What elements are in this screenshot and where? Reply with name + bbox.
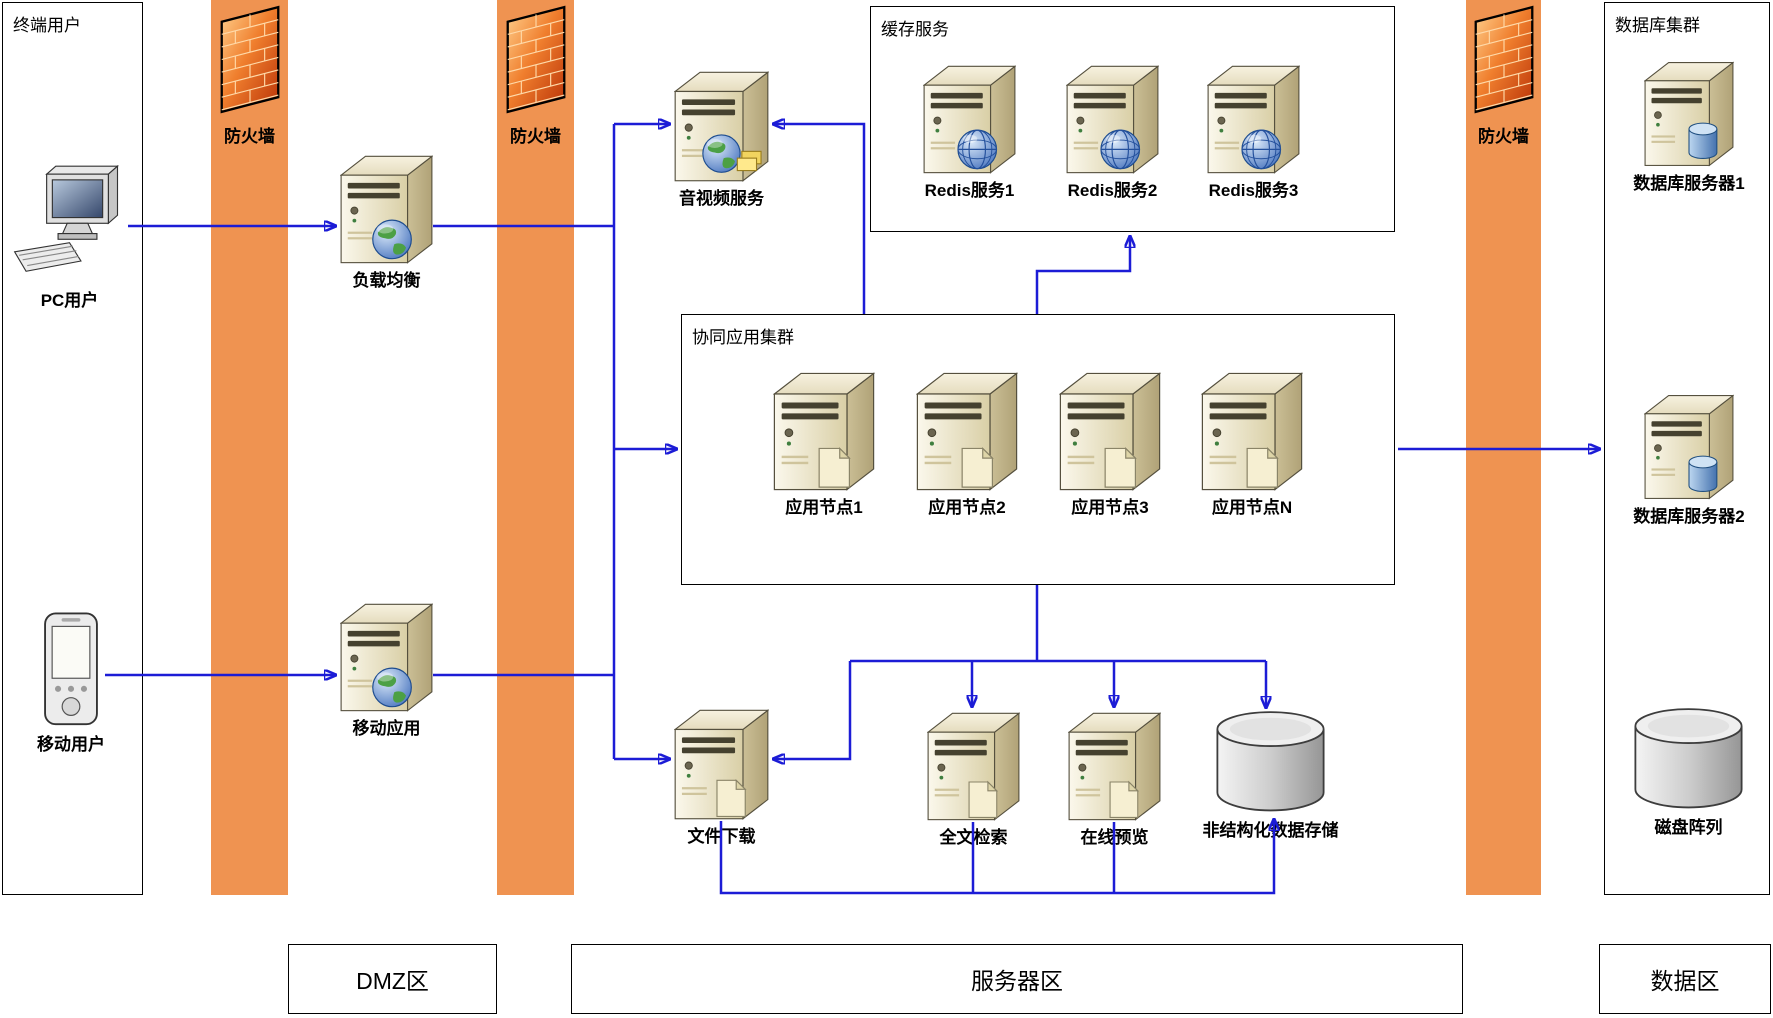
node-label: 移动应用 xyxy=(352,719,421,738)
node-disk-array: 磁盘阵列 xyxy=(1632,708,1745,838)
node-label: 文件下载 xyxy=(687,827,756,846)
server-av-icon xyxy=(674,70,769,183)
node-pc-user: PC用户 xyxy=(11,165,128,311)
server-database-icon xyxy=(1644,60,1734,168)
node-label: 音视频服务 xyxy=(679,189,764,208)
node-app-node2: 应用节点2 xyxy=(916,371,1018,518)
node-label: 应用节点1 xyxy=(785,498,863,517)
zone-server-area-label: 服务器区 xyxy=(971,968,1063,994)
server-globe-icon xyxy=(340,602,433,713)
zone-dmz-label: DMZ区 xyxy=(356,968,429,994)
server-page-icon xyxy=(773,371,875,492)
node-app-nodeN: 应用节点N xyxy=(1201,371,1303,518)
server-gridglobe-icon xyxy=(1207,64,1300,175)
node-redis3: Redis服务3 xyxy=(1207,64,1300,201)
server-page-icon xyxy=(1059,371,1161,492)
node-label: 移动用户 xyxy=(37,735,105,754)
zone-cache-service-label: 缓存服务 xyxy=(881,20,949,39)
server-page-icon xyxy=(1068,711,1161,822)
zone-data-area: 数据区 xyxy=(1599,944,1771,1014)
zone-data-area-label: 数据区 xyxy=(1650,968,1720,994)
node-label: 数据库服务器2 xyxy=(1633,507,1745,526)
node-load-balancer: 负载均衡 xyxy=(340,154,433,291)
server-page-icon xyxy=(1201,371,1303,492)
node-app-node1: 应用节点1 xyxy=(773,371,875,518)
disk-array-cylinder-icon xyxy=(1632,708,1745,812)
server-page-icon xyxy=(927,711,1020,822)
zone-dmz: DMZ区 xyxy=(288,944,497,1014)
node-fulltext-search: 全文检索 xyxy=(927,711,1020,848)
firewall-label: 防火墙 xyxy=(510,127,561,146)
node-label: 在线预览 xyxy=(1080,828,1149,847)
zone-app-cluster-label: 协同应用集群 xyxy=(692,328,794,347)
firewall-icon xyxy=(218,4,281,115)
node-redis1: Redis服务1 xyxy=(923,64,1016,201)
server-gridglobe-icon xyxy=(923,64,1016,175)
server-page-icon xyxy=(674,708,769,821)
zone-server-area: 服务器区 xyxy=(571,944,1463,1014)
pc-icon xyxy=(11,165,128,285)
firewall-label: 防火墙 xyxy=(224,127,275,146)
node-online-preview: 在线预览 xyxy=(1068,711,1161,848)
firewall-bar-3: 防火墙 xyxy=(1466,0,1541,895)
server-page-icon xyxy=(916,371,1018,492)
node-db-server2: 数据库服务器2 xyxy=(1633,393,1745,527)
node-file-download: 文件下载 xyxy=(674,708,769,847)
mobile-device-icon xyxy=(38,611,104,729)
node-label: 应用节点N xyxy=(1211,498,1293,517)
server-globe-icon xyxy=(340,154,433,265)
node-label: 磁盘阵列 xyxy=(1654,818,1723,837)
node-label: 应用节点2 xyxy=(928,498,1006,517)
node-label: Redis服务3 xyxy=(1208,181,1299,200)
firewall-icon xyxy=(504,4,567,115)
zone-terminal-users: 终端用户 xyxy=(2,2,143,895)
node-label: PC用户 xyxy=(40,291,99,310)
node-mobile-user: 移动用户 xyxy=(37,611,105,755)
node-label: Redis服务2 xyxy=(1067,181,1158,200)
node-av-service: 音视频服务 xyxy=(674,70,769,209)
zone-database-cluster-label: 数据库集群 xyxy=(1615,16,1700,35)
node-label: Redis服务1 xyxy=(924,181,1015,200)
server-database-icon xyxy=(1644,393,1734,501)
firewall-bar-2: 防火墙 xyxy=(497,0,574,895)
edge-cluster-to-cache xyxy=(1035,236,1130,314)
node-db-server1: 数据库服务器1 xyxy=(1633,60,1745,194)
firewall-icon xyxy=(1472,4,1535,115)
firewall-label: 防火墙 xyxy=(1478,127,1529,146)
node-label: 非结构化数据存储 xyxy=(1202,821,1339,840)
storage-cylinder-icon xyxy=(1214,711,1327,815)
server-gridglobe-icon xyxy=(1066,64,1159,175)
zone-terminal-users-label: 终端用户 xyxy=(13,16,81,35)
edge-bus-to-file-download xyxy=(773,661,852,759)
node-label: 全文检索 xyxy=(939,828,1008,847)
node-unstructured-storage: 非结构化数据存储 xyxy=(1203,711,1339,841)
node-app-node3: 应用节点3 xyxy=(1059,371,1161,518)
firewall-bar-1: 防火墙 xyxy=(211,0,288,895)
node-label: 负载均衡 xyxy=(352,271,421,290)
node-mobile-app: 移动应用 xyxy=(340,602,433,739)
node-label: 应用节点3 xyxy=(1071,498,1149,517)
edge-cluster-to-av xyxy=(773,124,866,314)
node-label: 数据库服务器1 xyxy=(1633,174,1745,193)
node-redis2: Redis服务2 xyxy=(1066,64,1159,201)
